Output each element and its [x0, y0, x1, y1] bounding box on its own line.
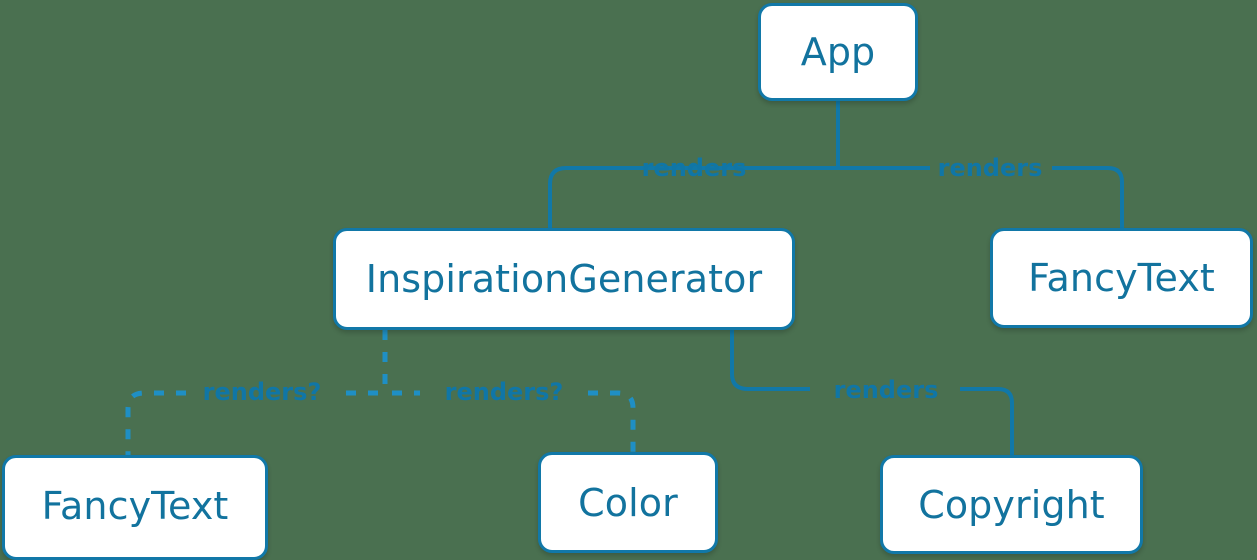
edge-label-inspirationgenerator-fancytext: renders?	[202, 378, 322, 406]
edge-app-inspirationgenerator	[548, 166, 838, 228]
edge-app-fancytext	[838, 166, 1124, 228]
node-inspirationgenerator[interactable]: InspirationGenerator	[333, 228, 795, 330]
edge-inspirationgenerator-color	[392, 390, 636, 452]
node-copyright[interactable]: Copyright	[880, 455, 1143, 554]
node-fancytext-top[interactable]: FancyText	[990, 228, 1253, 328]
node-label-inspirationgenerator: InspirationGenerator	[365, 257, 763, 301]
node-label-fancytext-bottom: FancyText	[41, 484, 229, 528]
node-label-fancytext-top: FancyText	[1028, 256, 1215, 300]
node-label-app: App	[800, 30, 876, 74]
edge-label-inspirationgenerator-copyright: renders	[833, 376, 939, 404]
edge-inspirationgenerator-copyright	[730, 330, 1014, 455]
node-label-color: Color	[578, 480, 678, 525]
edge-label-inspirationgenerator-color: renders?	[444, 378, 564, 406]
edge-label-app-inspirationgenerator: renders	[641, 154, 747, 182]
edge-label-app-fancytext: renders	[937, 154, 1043, 182]
node-color[interactable]: Color	[538, 452, 718, 553]
node-fancytext-bottom[interactable]: FancyText	[2, 455, 268, 560]
node-label-copyright: Copyright	[918, 482, 1105, 527]
edge-inspirationgenerator-fancytext	[125, 390, 378, 455]
node-app[interactable]: App	[758, 3, 918, 101]
